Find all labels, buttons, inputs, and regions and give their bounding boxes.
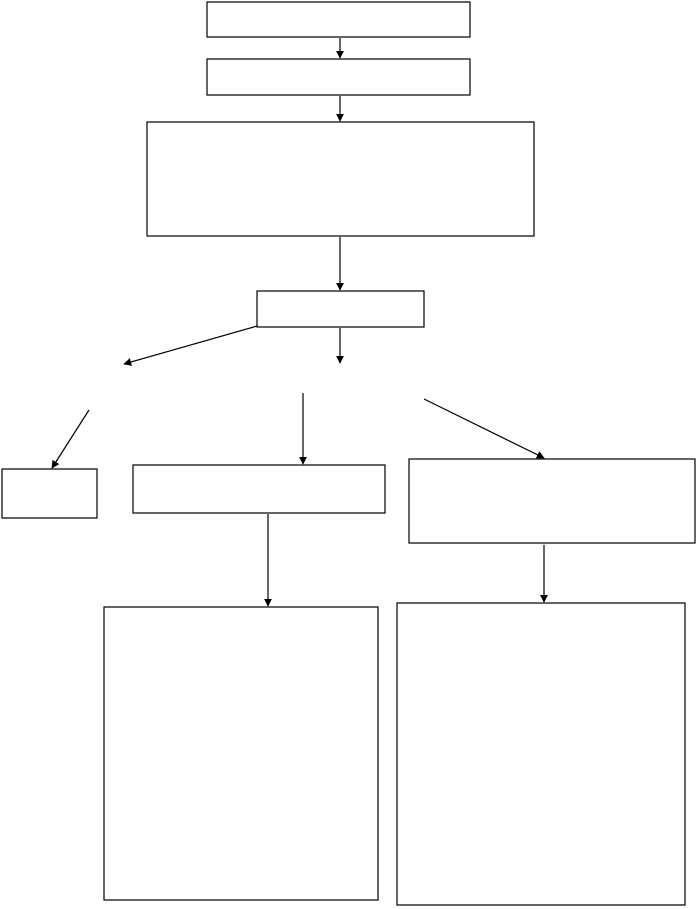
arrow-box4-to-left bbox=[123, 325, 258, 366]
flow-box-middle-large bbox=[103, 606, 379, 901]
flow-box-1 bbox=[206, 1, 471, 38]
flow-box-left-small bbox=[1, 468, 98, 519]
flow-box-4 bbox=[256, 290, 425, 328]
flow-box-right-large bbox=[396, 602, 686, 906]
arrow-to-box-left-small bbox=[51, 409, 90, 469]
flow-box-2 bbox=[206, 58, 471, 96]
flow-box-3 bbox=[146, 121, 535, 237]
arrow-to-box-right bbox=[423, 398, 545, 459]
flow-box-right bbox=[408, 458, 696, 544]
flow-box-middle bbox=[132, 464, 386, 514]
